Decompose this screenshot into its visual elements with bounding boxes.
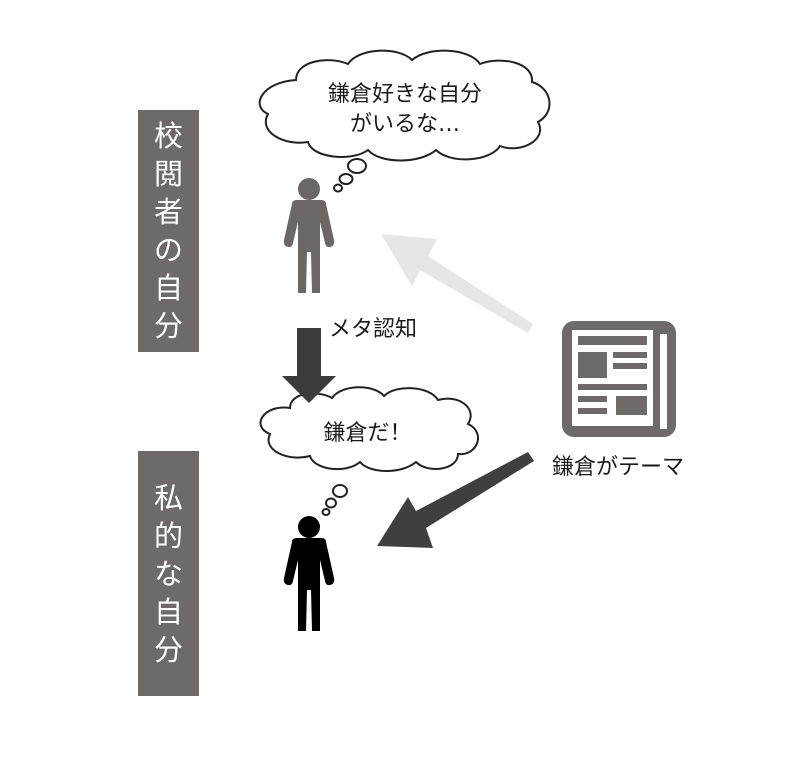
meta-cognition-label: メタ認知 [329,317,418,342]
label-char: の [153,233,183,267]
person-icon [283,178,335,293]
light-arrow [381,234,533,333]
label-proofreader-self: 校閲者の自分 [138,110,199,352]
label-char: 校 [153,119,183,153]
label-char: 閲 [153,157,183,191]
label-private-self: 私的な自分 [138,451,199,696]
label-char: 自 [153,271,183,305]
label-char: 分 [153,309,183,343]
label-char: 分 [153,632,183,667]
label-char: 自 [153,594,183,629]
dark-arrow [377,452,534,548]
upper-thought-line-1: 鎌倉好きな自分 [327,82,482,107]
label-char: な [153,556,183,591]
lower-thought-cloud [259,386,479,516]
upper-thought-line-2: がいるな… [349,112,460,137]
meta-arrow [282,328,336,403]
person-icon [283,516,335,631]
theme-label: 鎌倉がテーマ [552,455,685,480]
label-char: 私 [153,480,183,515]
upper-thought-cloud [258,49,551,193]
upper-thought-text: 鎌倉好きな自分 がいるな… [280,80,530,140]
label-char: 者 [153,195,183,229]
lower-thought-text: 鎌倉だ！ [323,421,412,446]
label-char: 的 [153,518,183,553]
newspaper-icon [562,321,676,437]
